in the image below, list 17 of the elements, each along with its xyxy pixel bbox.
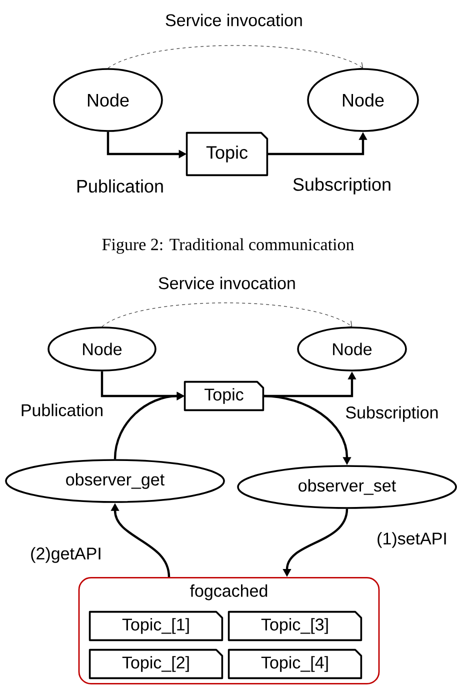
edge-label: (2)getAPI — [29, 546, 103, 564]
edge-label: Subscription — [291, 176, 393, 196]
topic-box: Topic_[4] — [228, 648, 362, 680]
topic-box: Topic — [184, 380, 264, 412]
edge-label: Publication — [74, 178, 166, 194]
topic-box: Topic_[3] — [228, 610, 362, 642]
arrow — [102, 302, 352, 328]
edge-label: (1)setAPI — [376, 531, 448, 549]
topic-box: Topic_[2] — [88, 648, 224, 680]
figure-caption: Figure 2: Traditional communication — [102, 238, 354, 254]
edge-label: Subscription — [344, 405, 440, 423]
edge-label: Publication — [19, 402, 105, 418]
topic-box: Topic — [186, 132, 268, 176]
edge-label: Service invocation — [157, 276, 297, 290]
topic-box: Topic_[1] — [88, 610, 224, 642]
edge-label: Service invocation — [164, 12, 304, 28]
arrow — [108, 45, 363, 70]
